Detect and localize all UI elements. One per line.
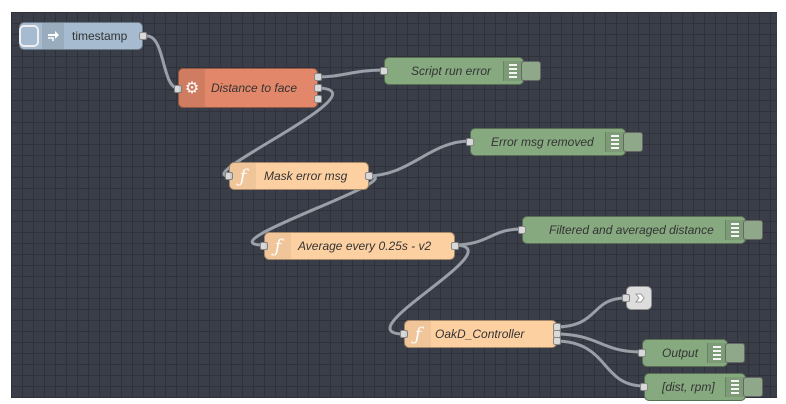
list-icon <box>725 377 744 397</box>
function-icon: ƒ <box>265 233 291 259</box>
output-port-1[interactable] <box>314 73 322 81</box>
input-port[interactable] <box>640 383 648 391</box>
debug-node-dist-rpm[interactable]: [dist, rpm] <box>640 373 763 401</box>
output-port[interactable] <box>451 242 459 250</box>
list-icon <box>605 132 624 152</box>
debug-toggle-button[interactable] <box>743 220 763 240</box>
node-label: timestamp <box>72 29 128 43</box>
debug-node-output[interactable]: Output <box>638 339 745 367</box>
debug-node-filtered[interactable]: Filtered and averaged distance <box>518 216 763 244</box>
input-port[interactable] <box>380 67 388 75</box>
debug-toggle-button[interactable] <box>743 377 763 397</box>
input-port[interactable] <box>622 294 630 302</box>
node-label: [dist, rpm] <box>662 380 715 394</box>
output-port-3[interactable] <box>553 337 561 345</box>
output-port-2[interactable] <box>314 84 322 92</box>
output-port[interactable] <box>365 172 373 180</box>
node-label: Script run error <box>411 64 492 78</box>
list-icon <box>707 343 726 363</box>
input-port[interactable] <box>260 242 268 250</box>
inject-button[interactable] <box>19 25 39 47</box>
gear-icon: ⚙ <box>179 69 205 107</box>
input-port[interactable] <box>400 330 408 338</box>
node-label: Filtered and averaged distance <box>549 223 714 237</box>
node-label: Error msg removed <box>491 135 594 149</box>
node-label: Output <box>662 346 699 360</box>
function-node-average[interactable]: ƒ Average every 0.25s - v2 <box>260 232 459 260</box>
input-port[interactable] <box>466 138 474 146</box>
node-label: Average every 0.25s - v2 <box>298 239 432 253</box>
output-port[interactable] <box>139 32 147 40</box>
node-label: Distance to face <box>211 81 298 95</box>
output-port-3[interactable] <box>314 95 322 103</box>
debug-toggle-button[interactable] <box>623 132 643 152</box>
debug-toggle-button[interactable] <box>725 343 745 363</box>
input-port[interactable] <box>638 349 646 357</box>
debug-node-error-removed[interactable]: Error msg removed <box>466 128 643 156</box>
link-out-icon <box>627 287 653 309</box>
function-node-oakd[interactable]: ƒ OakD_Controller <box>400 320 561 348</box>
function-icon: ƒ <box>230 163 256 189</box>
input-port[interactable] <box>518 226 526 234</box>
list-icon <box>725 220 744 240</box>
list-icon <box>503 61 522 81</box>
function-node-mask[interactable]: ƒ Mask error msg <box>225 162 373 190</box>
arrow-right-icon <box>42 23 64 49</box>
input-port[interactable] <box>174 85 182 93</box>
debug-node-script-error[interactable]: Script run error <box>380 57 541 85</box>
inject-node-timestamp[interactable]: timestamp <box>19 22 147 50</box>
debug-toggle-button[interactable] <box>521 61 541 81</box>
function-icon: ƒ <box>405 321 431 347</box>
exec-node-distance[interactable]: ⚙ Distance to face <box>174 68 322 108</box>
link-out-node[interactable] <box>622 286 653 310</box>
node-label: OakD_Controller <box>435 327 525 341</box>
node-label: Mask error msg <box>264 169 348 183</box>
input-port[interactable] <box>225 172 233 180</box>
